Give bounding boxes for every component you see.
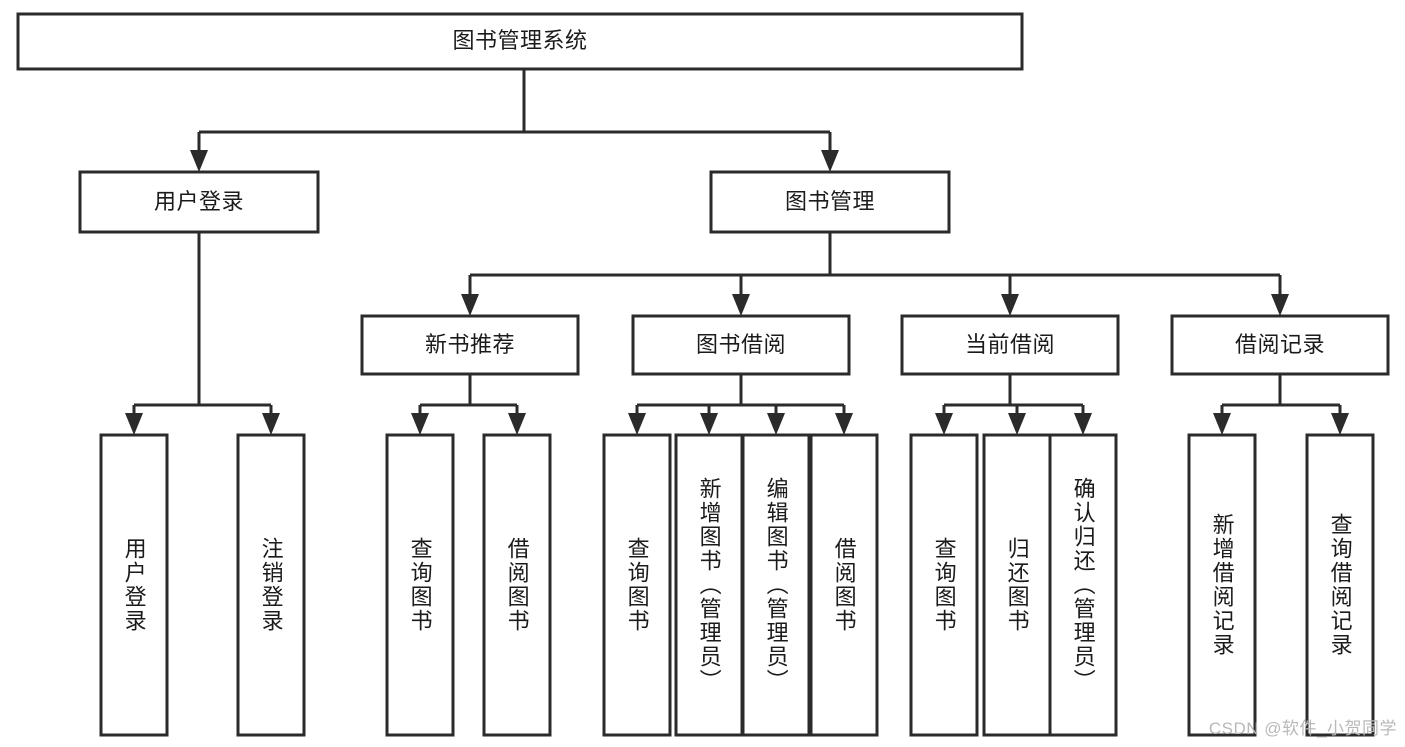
- arrow-head-icon-leaf-query-borrow-record: [1331, 413, 1349, 435]
- node-box-leaf-user-logout: [236, 433, 306, 737]
- arrow-head-icon-leaf-query-book-recommend: [411, 413, 429, 435]
- node-box-root: [16, 12, 1024, 71]
- node-box-leaf-query-book-borrow: [602, 433, 672, 737]
- arrow-head-icon-leaf-user-logout: [262, 413, 280, 435]
- node-box-leaf-borrow-book-recommend: [482, 433, 552, 737]
- node-box-leaf-user-login: [99, 433, 169, 737]
- arrow-head-icon-leaf-add-borrow-record: [1213, 413, 1231, 435]
- arrow-head-icon-leaf-query-book-current: [935, 413, 953, 435]
- node-box-leaf-query-book-current: [909, 433, 979, 737]
- connectors-layer: [125, 69, 1349, 435]
- arrow-head-icon-book-management: [821, 150, 839, 172]
- node-box-borrow-record: [1170, 314, 1390, 376]
- node-box-leaf-confirm-return: [1048, 433, 1118, 737]
- node-box-current-borrow: [900, 314, 1120, 376]
- arrow-head-icon-new-book-recommend: [461, 294, 479, 316]
- arrow-head-icon-leaf-user-login: [125, 413, 143, 435]
- arrow-head-icon-leaf-borrow-book-recommend: [508, 413, 526, 435]
- arrow-head-icon-leaf-return-book: [1008, 413, 1026, 435]
- boxes-layer: [16, 12, 1390, 737]
- arrow-head-icon-leaf-edit-book: [767, 413, 785, 435]
- arrow-head-icon-leaf-confirm-return: [1074, 413, 1092, 435]
- arrow-head-icon-user-login: [190, 150, 208, 172]
- node-box-user-login: [78, 170, 320, 234]
- node-box-new-book-recommend: [360, 314, 580, 376]
- node-box-leaf-add-book: [674, 433, 744, 737]
- node-box-leaf-add-borrow-record: [1187, 433, 1257, 737]
- node-box-book-borrow: [631, 314, 851, 376]
- arrow-head-icon-book-borrow: [732, 294, 750, 316]
- arrow-head-icon-leaf-add-book: [700, 413, 718, 435]
- arrow-head-icon-borrow-record: [1271, 294, 1289, 316]
- node-box-leaf-borrow-book: [809, 433, 879, 737]
- node-box-leaf-query-book-recommend: [385, 433, 455, 737]
- arrow-head-icon-current-borrow: [1001, 294, 1019, 316]
- arrow-head-icon-leaf-borrow-book: [835, 413, 853, 435]
- node-box-leaf-query-borrow-record: [1305, 433, 1375, 737]
- arrow-head-icon-leaf-query-book-borrow: [628, 413, 646, 435]
- node-box-book-management: [709, 170, 951, 234]
- node-box-leaf-edit-book: [741, 433, 811, 737]
- node-box-leaf-return-book: [982, 433, 1052, 737]
